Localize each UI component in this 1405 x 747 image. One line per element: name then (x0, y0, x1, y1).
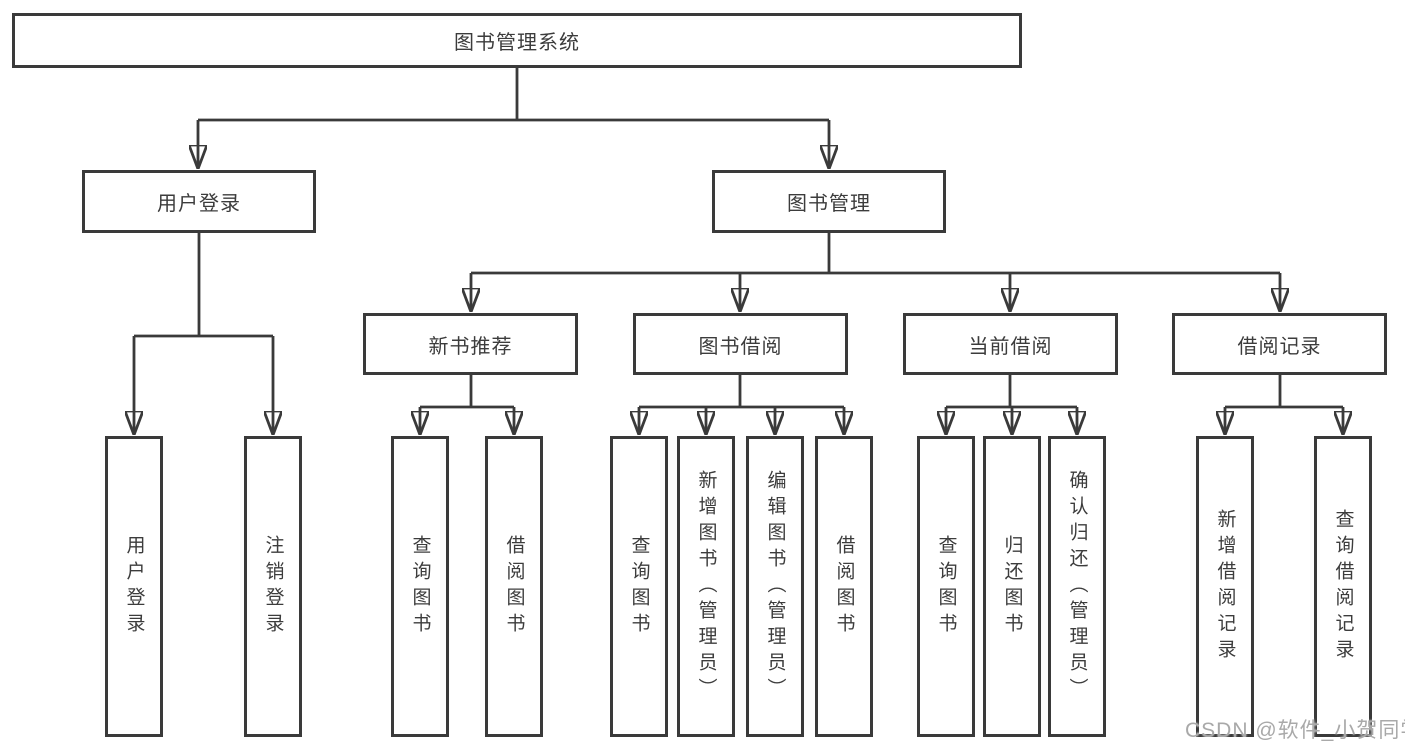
node-borrow-records-label: 借阅记录 (1237, 335, 1322, 358)
leaf-logout: 注销登录 (244, 436, 302, 737)
node-book-borrow-label: 图书借阅 (698, 335, 783, 358)
leaf-return-books: 归还图书 (983, 436, 1041, 737)
leaf-add-books-admin: 新增图书（管理员） (677, 436, 735, 737)
leaf-confirm-return-admin-label: 确认归还（管理员） (1066, 469, 1088, 704)
node-borrow-records: 借阅记录 (1172, 313, 1387, 375)
leaf-borrow-books: 借阅图书 (815, 436, 873, 737)
leaf-edit-books-admin-label: 编辑图书（管理员） (764, 469, 786, 704)
leaf-confirm-return-admin: 确认归还（管理员） (1048, 436, 1106, 737)
leaf-recommend-query-books-label: 查询图书 (409, 534, 431, 639)
leaf-logout-label: 注销登录 (262, 534, 284, 639)
leaf-recommend-query-books: 查询图书 (391, 436, 449, 737)
leaf-return-books-label: 归还图书 (1001, 534, 1023, 639)
leaf-borrow-books-label: 借阅图书 (833, 534, 855, 639)
node-current-borrow: 当前借阅 (903, 313, 1118, 375)
leaf-add-books-admin-label: 新增图书（管理员） (695, 469, 717, 704)
leaf-add-borrow-record-label: 新增借阅记录 (1214, 508, 1236, 665)
leaf-current-query-books: 查询图书 (917, 436, 975, 737)
node-book-borrow: 图书借阅 (633, 313, 848, 375)
node-new-book-recommend: 新书推荐 (363, 313, 578, 375)
leaf-edit-books-admin: 编辑图书（管理员） (746, 436, 804, 737)
leaf-recommend-borrow-books-label: 借阅图书 (503, 534, 525, 639)
node-user-login: 用户登录 (82, 170, 316, 233)
leaf-current-query-books-label: 查询图书 (935, 534, 957, 639)
leaf-user-login: 用户登录 (105, 436, 163, 737)
csdn-watermark: CSDN @软件_小贺同学 (1185, 719, 1405, 742)
node-new-book-recommend-label: 新书推荐 (428, 335, 513, 358)
node-current-borrow-label: 当前借阅 (968, 335, 1053, 358)
leaf-user-login-label: 用户登录 (123, 534, 145, 639)
leaf-borrow-query-books-label: 查询图书 (628, 534, 650, 639)
leaf-recommend-borrow-books: 借阅图书 (485, 436, 543, 737)
node-book-mgmt: 图书管理 (712, 170, 946, 233)
leaf-query-borrow-record-label: 查询借阅记录 (1332, 508, 1354, 665)
node-root-system: 图书管理系统 (12, 13, 1022, 68)
node-root-label: 图书管理系统 (454, 32, 580, 54)
node-user-login-label: 用户登录 (157, 193, 241, 215)
leaf-add-borrow-record: 新增借阅记录 (1196, 436, 1254, 737)
node-book-mgmt-label: 图书管理 (787, 193, 871, 215)
leaf-borrow-query-books: 查询图书 (610, 436, 668, 737)
leaf-query-borrow-record: 查询借阅记录 (1314, 436, 1372, 737)
